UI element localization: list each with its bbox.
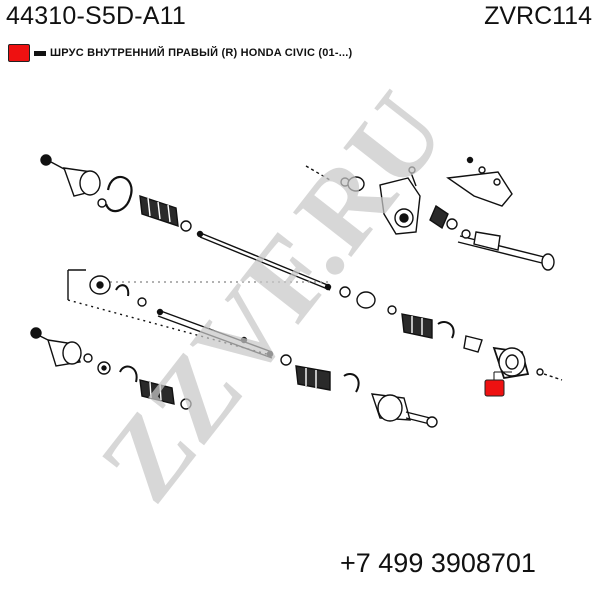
lower-left-boot <box>139 379 175 405</box>
lower-left-band <box>180 398 192 410</box>
legend-color-swatch <box>8 44 30 62</box>
upper-shaft <box>196 230 332 291</box>
intermediate-bearing-bracket <box>305 156 513 235</box>
lower-left-outer-joint <box>30 327 93 367</box>
lower-left-clamp-ring <box>119 365 138 383</box>
middle-right-boot-assembly <box>339 286 483 353</box>
phone-number: +7 499 3908701 <box>340 548 536 578</box>
part-number: 44310-S5D-A11 <box>6 2 187 30</box>
catalog-code: ZVRC114 <box>484 2 592 30</box>
exploded-view-bracket <box>67 269 330 357</box>
legend-dash <box>34 50 46 56</box>
watermark: ZZVF.RU <box>77 71 469 524</box>
middle-shaft <box>156 308 274 359</box>
middle-inboard-parts <box>89 275 147 307</box>
lower-tripod <box>97 361 111 375</box>
lower-outer-cv-joint <box>370 393 438 428</box>
intermediate-shaft <box>457 229 555 271</box>
upper-left-clamp-ring <box>104 175 133 213</box>
legend-text: ШРУС ВНУТРЕННИЙ ПРАВЫЙ (R) HONDA CIVIC (… <box>50 47 353 59</box>
highlight-marker <box>484 379 505 397</box>
legend: ШРУС ВНУТРЕННИЙ ПРАВЫЙ (R) HONDA CIVIC (… <box>8 44 352 62</box>
upper-left-outer-joint <box>40 154 107 208</box>
highlighted-inner-cv-joint <box>492 346 563 381</box>
upper-left-band <box>180 220 192 232</box>
upper-left-boot <box>139 194 179 228</box>
lower-right-boot-assembly <box>280 354 360 393</box>
